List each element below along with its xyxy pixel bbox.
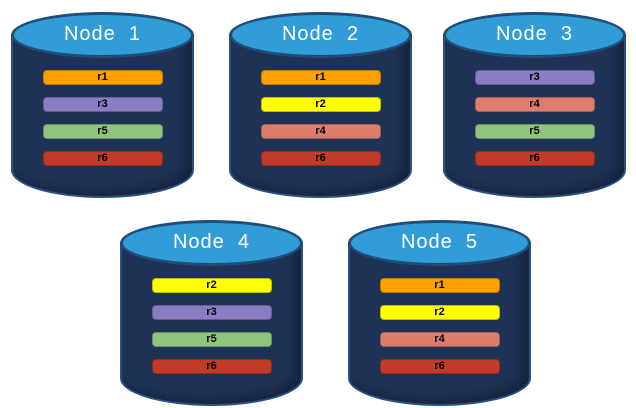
replica-label: r4 <box>434 333 445 345</box>
replica-label: r3 <box>529 71 540 83</box>
db-node-5: Node 5 r1 r2 r4 r6 <box>348 220 531 406</box>
replica-label: r1 <box>315 71 326 83</box>
db-node-2: Node 2 r1 r2 r4 r6 <box>229 12 412 198</box>
db-cylinder-top: Node 4 <box>120 220 303 266</box>
db-node-1: Node 1 r1 r3 r5 r6 <box>11 12 194 198</box>
replica-bar-r5: r5 <box>151 332 272 347</box>
node-label: Node 1 <box>63 22 142 45</box>
replica-label: r6 <box>315 152 326 164</box>
replica-bar-r6: r6 <box>42 151 163 166</box>
db-cylinder-top: Node 2 <box>229 12 412 58</box>
replica-bar-r4: r4 <box>260 124 381 139</box>
replica-label: r3 <box>97 98 108 110</box>
replica-label: r6 <box>529 152 540 164</box>
replica-bar-r2: r2 <box>379 305 500 320</box>
node-label: Node 3 <box>495 22 574 45</box>
replica-label: r4 <box>315 125 326 137</box>
replica-bar-r5: r5 <box>474 124 595 139</box>
db-node-4: Node 4 r2 r3 r5 r6 <box>120 220 303 406</box>
replica-label: r1 <box>97 71 108 83</box>
db-cylinder-body <box>120 242 303 406</box>
db-cylinder-body <box>11 34 194 198</box>
replica-label: r1 <box>434 279 445 291</box>
replica-label: r2 <box>315 98 326 110</box>
replica-label: r4 <box>529 98 540 110</box>
db-cylinder-body <box>229 34 412 198</box>
replica-bar-r6: r6 <box>260 151 381 166</box>
replica-bar-r1: r1 <box>260 70 381 85</box>
replica-bar-r2: r2 <box>260 97 381 112</box>
replica-bar-r1: r1 <box>379 278 500 293</box>
replica-bar-r6: r6 <box>474 151 595 166</box>
replica-bar-r4: r4 <box>474 97 595 112</box>
node-label: Node 4 <box>172 230 251 253</box>
replica-bar-r1: r1 <box>42 70 163 85</box>
replica-label: r2 <box>434 306 445 318</box>
replica-label: r6 <box>206 360 217 372</box>
db-cylinder-top: Node 1 <box>11 12 194 58</box>
replica-bar-r4: r4 <box>379 332 500 347</box>
replica-label: r5 <box>206 333 217 345</box>
db-cylinder-top: Node 5 <box>348 220 531 266</box>
replica-label: r6 <box>97 152 108 164</box>
replica-bar-r2: r2 <box>151 278 272 293</box>
db-cylinder-top: Node 3 <box>443 12 626 58</box>
replica-label: r2 <box>206 279 217 291</box>
replica-label: r5 <box>97 125 108 137</box>
db-node-3: Node 3 r3 r4 r5 r6 <box>443 12 626 198</box>
replica-bar-r5: r5 <box>42 124 163 139</box>
replica-list: r1 r3 r5 r6 <box>11 70 194 166</box>
node-label: Node 2 <box>281 22 360 45</box>
replica-bar-r3: r3 <box>474 70 595 85</box>
replica-label: r3 <box>206 306 217 318</box>
db-cylinder-body <box>443 34 626 198</box>
replica-bar-r3: r3 <box>42 97 163 112</box>
node-label: Node 5 <box>400 230 479 253</box>
replica-list: r2 r3 r5 r6 <box>120 278 303 374</box>
replica-list: r3 r4 r5 r6 <box>443 70 626 166</box>
replica-list: r1 r2 r4 r6 <box>348 278 531 374</box>
replica-list: r1 r2 r4 r6 <box>229 70 412 166</box>
db-cylinder-body <box>348 242 531 406</box>
replica-label: r6 <box>434 360 445 372</box>
replica-label: r5 <box>529 125 540 137</box>
replica-bar-r6: r6 <box>151 359 272 374</box>
replica-bar-r3: r3 <box>151 305 272 320</box>
replica-bar-r6: r6 <box>379 359 500 374</box>
